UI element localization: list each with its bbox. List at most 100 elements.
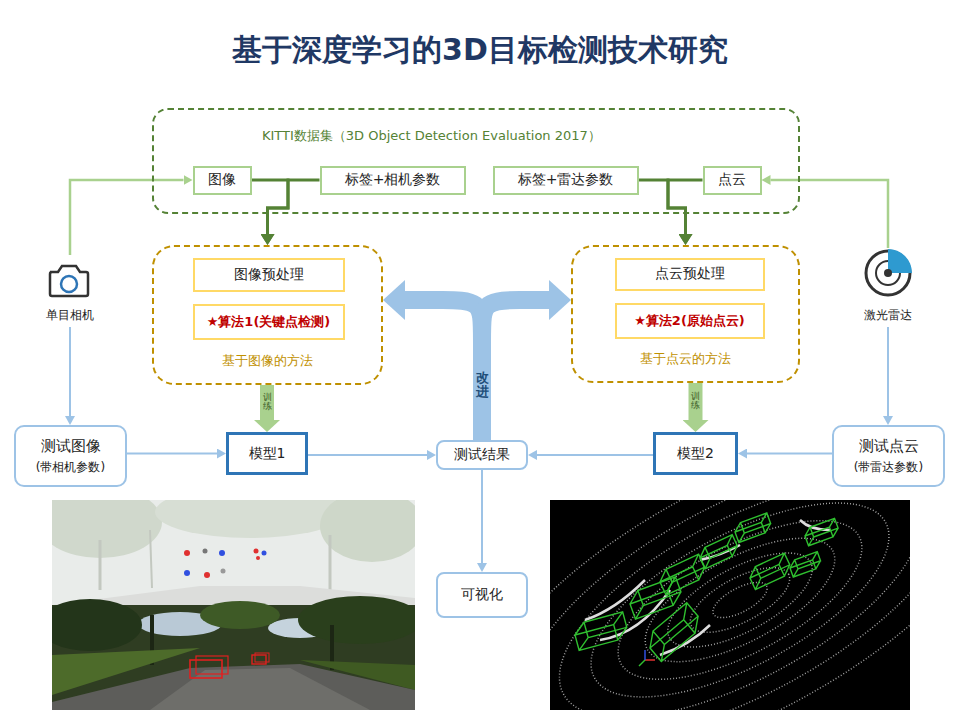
node-text: 图像 — [208, 171, 236, 189]
road-photo-part — [184, 550, 190, 556]
connector-arrow — [70, 180, 184, 255]
road-photo-part — [190, 660, 222, 678]
node-text: 图像预处理 — [234, 266, 304, 284]
road-photo-part — [203, 549, 208, 554]
node-text: 基于点云的方法 — [640, 350, 731, 368]
dataset-region: KITTI数据集（3D Object Detection Evaluation … — [152, 108, 800, 214]
node-text: 可视化 — [461, 586, 503, 604]
data-box: 标签+相机参数 — [320, 166, 466, 195]
road-photo-part — [252, 655, 266, 664]
connector-arrow — [260, 385, 274, 420]
point-cloud-view-part-part — [550, 500, 910, 710]
node-text: ★算法1(关键点检测) — [207, 313, 331, 331]
node-text: (带雷达参数) — [854, 459, 923, 476]
camera-icon-part — [61, 276, 77, 292]
data-box: 标签+雷达参数 — [493, 166, 639, 195]
road-photo-part — [329, 535, 332, 590]
node-text: (带相机参数) — [36, 459, 105, 476]
connector-arrow — [127, 453, 217, 455]
road-photo-part — [254, 549, 259, 554]
road-photo-part — [52, 664, 415, 710]
road-photo-part — [184, 570, 190, 576]
road-photo-part — [219, 550, 225, 556]
road-photo-part — [204, 572, 210, 578]
road-photo-part — [52, 599, 142, 651]
node-text: 测试结果 — [454, 446, 510, 464]
connector-arrow — [482, 300, 549, 440]
road-photo — [52, 500, 415, 710]
point-cloud-view-part — [639, 660, 645, 666]
node-text: 测试点云 — [859, 437, 919, 456]
node-text: 单目相机 — [46, 307, 94, 324]
node-text: 模型2 — [677, 445, 714, 463]
point-cloud-view-part-part — [708, 575, 772, 624]
road-photo-part — [52, 500, 162, 558]
step-box: 点云预处理 — [615, 258, 765, 291]
road-photo-part — [255, 653, 269, 662]
node-text: 点云预处理 — [655, 265, 725, 283]
lidar-icon-part — [884, 269, 892, 277]
connector-arrow — [69, 327, 71, 416]
algorithm-box: ★算法2(原始点云) — [615, 303, 765, 339]
point-cloud-view-part-part — [660, 625, 710, 655]
node-text: 标签+相机参数 — [345, 171, 441, 189]
connector-arrow — [308, 454, 427, 456]
point-cloud-view-part — [643, 603, 705, 662]
data-box: 点云 — [703, 166, 762, 195]
input-box: 测试点云 (带雷达参数) — [832, 425, 945, 487]
node-text: 测试图像 — [41, 437, 101, 456]
node-text: 标签+雷达参数 — [518, 171, 614, 189]
connector-arrow — [747, 453, 832, 455]
connector-arrow — [689, 383, 703, 420]
point-cloud-view-part — [733, 513, 773, 543]
method-region: 基于图像的方法图像预处理 ★算法1(关键点检测) — [152, 245, 383, 385]
point-cloud-view-part-part — [563, 500, 910, 710]
point-cloud-view-part-part — [550, 500, 910, 710]
lidar-icon — [866, 249, 912, 295]
connector-arrow — [887, 327, 889, 416]
data-box: 图像 — [193, 166, 252, 195]
road-photo-part — [99, 540, 102, 590]
point-cloud-view-part — [645, 659, 655, 661]
road-photo-part — [221, 569, 226, 574]
road-photo-part — [262, 551, 267, 556]
algorithm-box: ★算法1(关键点检测) — [193, 304, 345, 340]
connector-arrow — [537, 454, 653, 456]
connector-arrow — [771, 180, 889, 248]
point-cloud-view-part — [572, 612, 629, 651]
point-cloud-view — [550, 500, 910, 710]
road-photo-part — [200, 601, 280, 629]
road-photo-part — [298, 596, 415, 644]
point-cloud-view-part — [550, 500, 910, 710]
point-cloud-view-part-part — [550, 500, 910, 710]
point-cloud-view-part — [644, 650, 646, 660]
edge-label: 训练 — [263, 393, 272, 413]
title-bar: 基于深度学习的3D目标检测技术研究 — [0, 30, 960, 71]
node-text: 基于图像的方法 — [222, 352, 313, 370]
step-box: 图像预处理 — [193, 258, 345, 292]
road-photo-part — [150, 668, 370, 710]
method-region: 基于点云的方法 点云预处理 ★算法2(原始点云) — [571, 245, 800, 383]
point-cloud-view-part — [550, 500, 910, 710]
road-photo-part — [150, 530, 152, 588]
output-box: 可视化 — [436, 572, 528, 618]
road-photo-part — [320, 500, 415, 562]
model-box: 模型1 — [226, 432, 308, 475]
road-photo-part — [155, 500, 345, 538]
model-box: 模型2 — [653, 432, 738, 475]
camera-icon — [50, 266, 88, 296]
camera-icon-part — [50, 266, 88, 296]
point-cloud-view-part-part — [595, 500, 884, 710]
result-box: 测试结果 — [436, 440, 528, 470]
connector-arrow — [268, 180, 320, 234]
point-cloud-view-part — [747, 553, 793, 589]
point-cloud-view-part — [788, 552, 823, 577]
node-text: 模型1 — [249, 445, 286, 463]
point-cloud-view-part — [656, 554, 708, 595]
road-photo-part — [196, 656, 228, 674]
input-box: 测试图像 (带相机参数) — [14, 425, 127, 487]
connector-arrow — [405, 300, 482, 440]
